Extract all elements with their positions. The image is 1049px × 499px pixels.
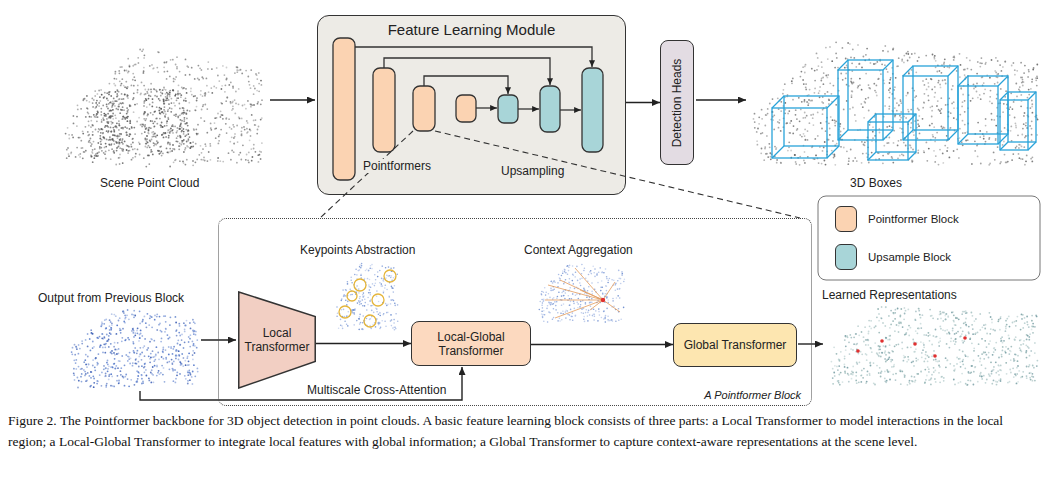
figure-label: Keypoints Abstraction xyxy=(300,243,415,257)
figure-label: Output from Previous Block xyxy=(38,291,184,305)
box-label: Global Transformer xyxy=(684,338,787,352)
legend-swatch xyxy=(835,244,857,270)
connector-arrow xyxy=(316,343,411,344)
region-label: A Pointformer Block xyxy=(704,389,801,402)
legend-swatch xyxy=(835,206,857,232)
figure-label: Learned Representations xyxy=(822,288,957,302)
head-box: Detection Heads xyxy=(660,40,694,165)
connector-arrow xyxy=(531,344,673,345)
module-panel: Feature Learning ModulePointformers Upsam… xyxy=(317,15,626,195)
module-title: Feature Learning Module xyxy=(318,21,625,38)
connector-arrow xyxy=(626,102,660,103)
figure-label: Multiscale Cross-Attention xyxy=(305,383,448,397)
figure-label: Context Aggregation xyxy=(524,243,633,257)
figure-label: Scene Point Cloud xyxy=(100,176,199,190)
box-label: Local-Global Transformer xyxy=(418,330,524,358)
figure-caption: Figure 2. The Pointformer backbone for 3… xyxy=(8,410,1041,452)
head-label: Detection Heads xyxy=(670,58,684,147)
process-box: Local-Global Transformer xyxy=(411,321,531,366)
box-label: Local Transformer xyxy=(241,326,313,354)
figure-label: 3D Boxes xyxy=(850,176,902,190)
trapezoid-box: Local Transformer xyxy=(238,291,316,389)
group-label: Pointformers xyxy=(361,159,433,173)
legend-text: Pointformer Block xyxy=(868,212,959,226)
process-box: Global Transformer xyxy=(673,323,797,367)
legend-text: Upsample Block xyxy=(868,250,951,264)
group-label: Upsampling xyxy=(499,164,566,178)
